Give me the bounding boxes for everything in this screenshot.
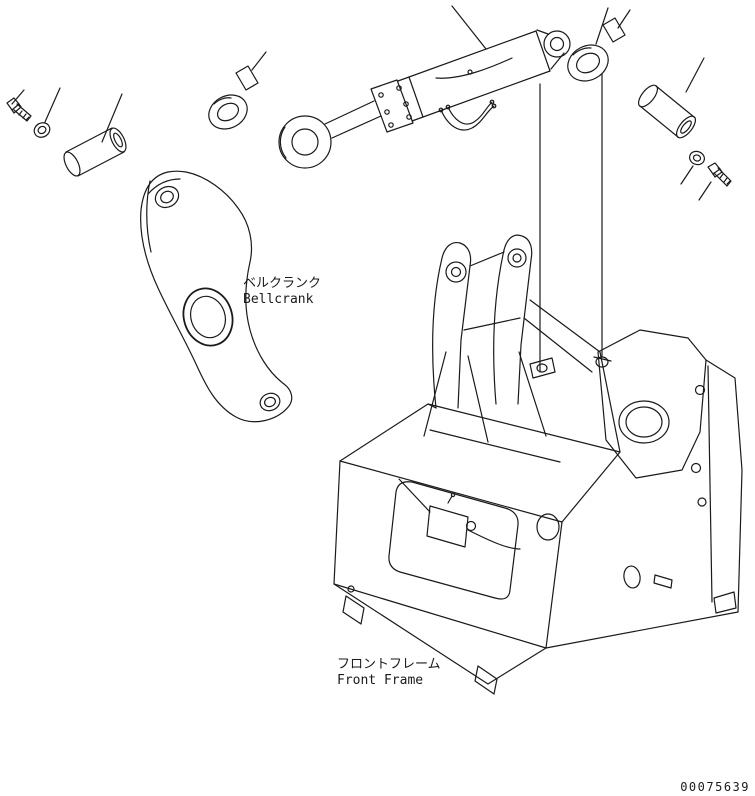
leader-lines <box>11 5 712 373</box>
shim-plate-right-icon <box>602 17 626 43</box>
front-frame-label-jp: フロントフレーム <box>337 657 441 672</box>
bellcrank-label-en: Bellcrank <box>243 292 314 307</box>
bushing-ring-left-icon <box>208 94 248 130</box>
pin-right-icon <box>637 84 697 139</box>
hex-bolt-left-icon <box>6 97 32 122</box>
part-number: 00075639 <box>680 780 750 794</box>
front-frame-part <box>333 234 743 695</box>
washer-right-icon <box>689 150 705 166</box>
shim-plate-left-icon <box>235 65 259 91</box>
bushing-ring-right-icon <box>567 44 609 82</box>
hydraulic-cylinder-part <box>278 29 571 169</box>
washer-left-icon <box>33 122 51 138</box>
bellcrank-label-jp: ベルクランク <box>243 276 321 291</box>
bellcrank-part <box>140 170 293 423</box>
pin-left-icon <box>63 127 127 177</box>
hex-bolt-right-icon <box>707 162 732 187</box>
front-frame-label-en: Front Frame <box>337 673 423 688</box>
